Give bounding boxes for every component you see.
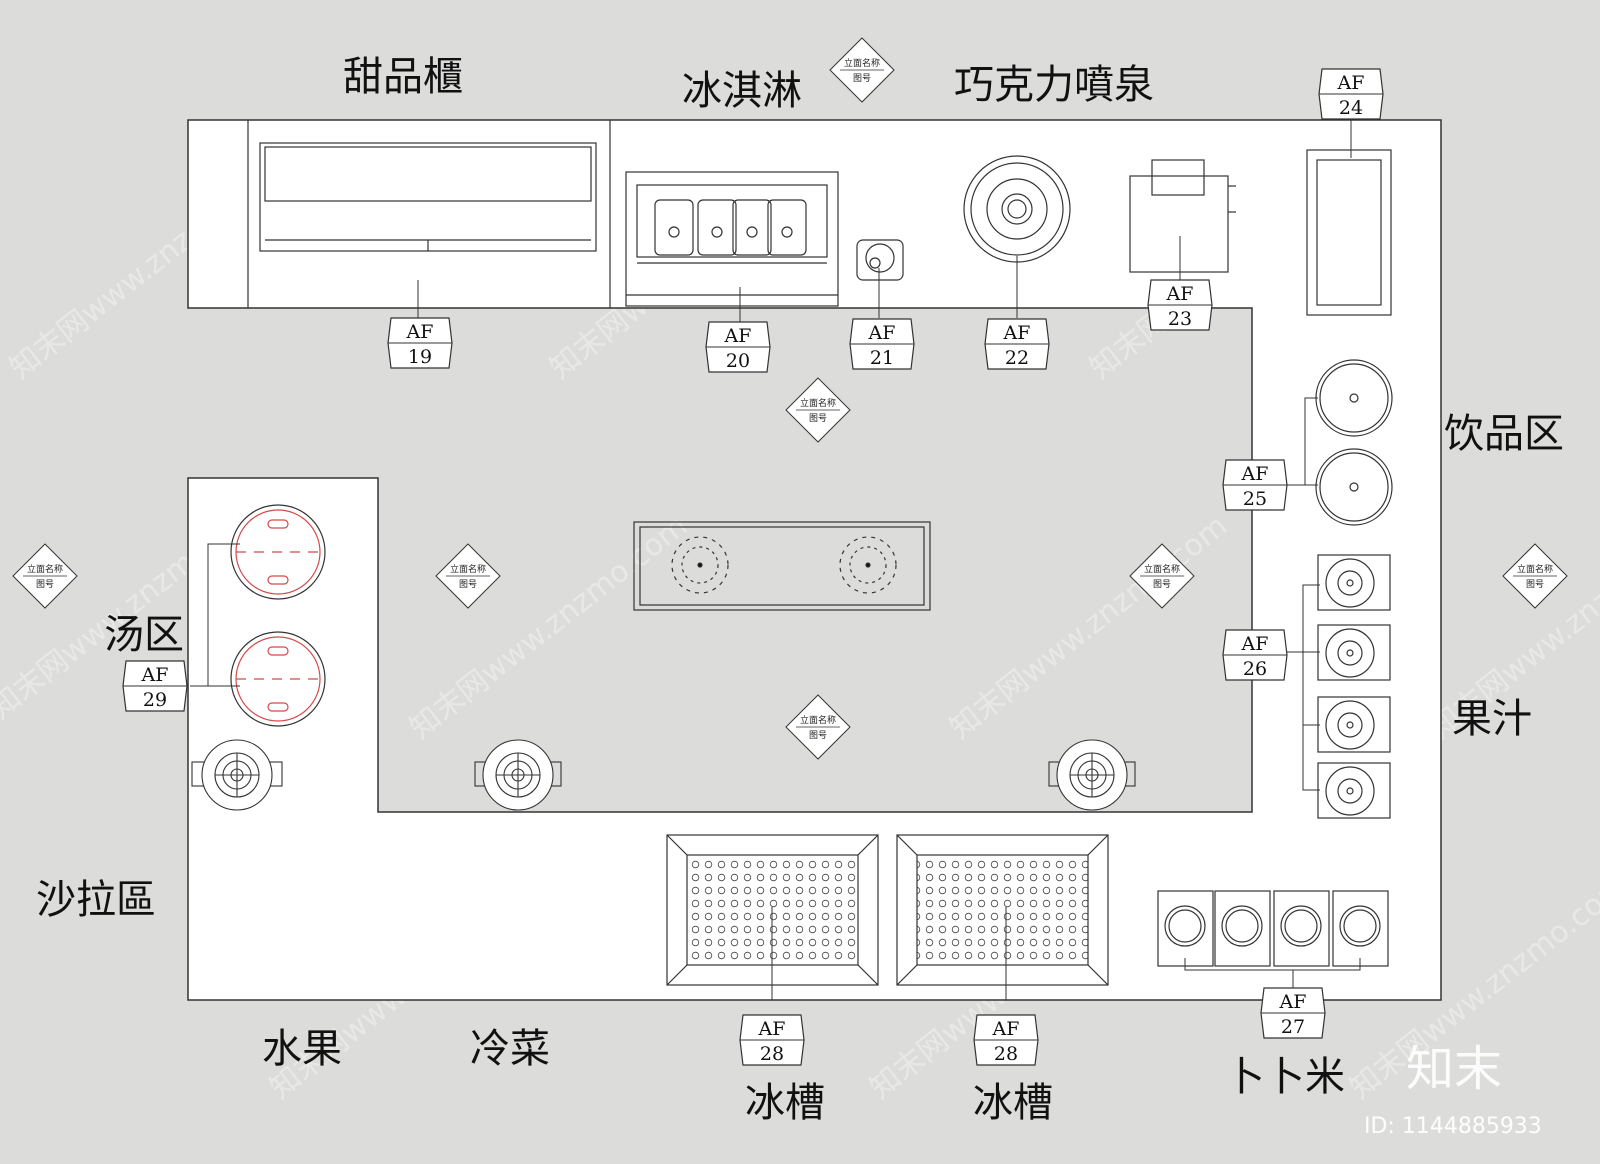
zone-label-ice-cream: 冰淇淋 [682,68,802,114]
af-tag-prefix: AF [1337,72,1365,94]
elevation-code: 图号 [36,579,54,590]
af-tag: AF 24 [1318,68,1384,120]
elevation-code: 图号 [809,413,827,424]
af-tag: AF 25 [1222,459,1288,511]
elevation-name: 立面名称 [27,563,63,575]
zone-label-ice-trough-left: 冰槽 [745,1080,825,1126]
zone-label-chocolate-fountain: 巧克力噴泉 [954,62,1154,108]
soup-pots [230,504,326,727]
zone-label-soup: 汤区 [104,612,184,658]
af-tag-number: 20 [726,350,750,372]
elevation-code: 图号 [809,730,827,741]
elevation-code: 图号 [1526,579,1544,590]
af-tag-prefix: AF [1279,991,1307,1013]
af-tag: AF 29 [122,660,188,712]
watermark-repeat: 知末网www.znzmo.com [403,508,694,746]
elevation-code: 图号 [459,579,477,590]
elevation-marker: 立面名称 图号 [829,37,895,103]
popcorn-units [1157,890,1389,967]
af-tag-number: 23 [1168,308,1192,330]
af-tag-prefix: AF [1241,633,1269,655]
af-tag: AF 26 [1222,629,1288,681]
zone-label-juice: 果汁 [1452,696,1532,742]
heat-lamps [191,739,1136,811]
watermark-logo: 知末 [1406,1041,1502,1097]
elevation-name: 立面名称 [450,563,486,575]
drink-cooler [1306,149,1392,316]
elevation-marker: 立面名称 图号 [785,694,851,760]
af-tag-number: 25 [1243,488,1267,510]
watermark-id: ID: 1144885933 [1364,1114,1542,1139]
af-tag-number: 29 [143,689,167,711]
elevation-marker: 立面名称 图号 [12,543,78,609]
heat-lamp [1048,739,1136,811]
af-tag-prefix: AF [406,321,434,343]
elevation-code: 图号 [853,73,871,84]
elevation-marker: 立面名称 图号 [1129,543,1195,609]
zone-labels: 甜品櫃 冰淇淋 巧克力噴泉 饮品区 汤区 果汁 沙拉區 水果 冷菜 冰槽 冰槽 … [36,54,1564,1126]
af-tag-prefix: AF [724,325,752,347]
af-tag: AF 28 [973,1014,1039,1066]
heat-lamp [191,739,283,811]
af-tag-number: 27 [1281,1016,1305,1038]
af-tag-prefix: AF [1241,463,1269,485]
af-tag-number: 19 [408,346,432,368]
ice-trough-right [896,834,1109,986]
zone-label-cold-dishes: 冷菜 [470,1026,550,1072]
af-tag-prefix: AF [758,1018,786,1040]
af-tag: AF 28 [739,1014,805,1066]
af-tag-number: 24 [1339,97,1363,119]
leader-lines [190,95,1361,1000]
af-tag-number: 28 [994,1043,1018,1065]
elevation-marker: 立面名称 图号 [785,377,851,443]
zone-label-drinks: 饮品区 [1444,411,1564,457]
af-tag-number: 28 [760,1043,784,1065]
af-tag: AF 19 [387,317,453,369]
dessert-cabinet [247,120,611,308]
af-tag-number: 21 [870,347,894,369]
af-tag-number: 26 [1243,658,1267,680]
af-tags: AF 19 AF 20 AF 21 AF 22 AF 23 [122,68,1384,1066]
af-tag-prefix: AF [141,664,169,686]
heat-lamp [474,739,562,811]
elevation-name: 立面名称 [800,714,836,726]
af-tag-prefix: AF [868,322,896,344]
zone-label-ice-trough-right: 冰槽 [973,1080,1053,1126]
zone-label-popcorn: 卜卜米 [1225,1054,1345,1100]
ice-cream-display [625,171,839,307]
elevation-marker: 立面名称 图号 [1502,543,1568,609]
elevation-code: 图号 [1153,579,1171,590]
small-dispenser [856,239,904,281]
central-display [633,521,931,611]
af-tag: AF 20 [705,321,771,373]
elevation-markers: 立面名称 图号 立面名称 图号 立面名称 图号 立面名称 图号 立面名称 图号 [12,37,1568,760]
watermark-repeat: 知末网www.znzmo.com [943,508,1234,746]
elevation-name: 立面名称 [844,57,880,69]
elevation-name: 立面名称 [1144,563,1180,575]
elevation-name: 立面名称 [1517,563,1553,575]
elevation-marker: 立面名称 图号 [435,543,501,609]
af-tag: AF 21 [849,318,915,370]
beverage-machine [1129,159,1236,273]
af-tag-prefix: AF [1166,283,1194,305]
zone-label-fruit: 水果 [262,1026,342,1072]
af-tag-prefix: AF [992,1018,1020,1040]
zone-label-salad: 沙拉區 [36,877,156,923]
elevation-name: 立面名称 [800,397,836,409]
af-tag: AF 23 [1147,279,1213,331]
af-tag-number: 22 [1005,347,1029,369]
af-tag: AF 22 [984,318,1050,370]
zone-label-dessert-cabinet: 甜品櫃 [343,54,463,100]
af-tag-prefix: AF [1003,322,1031,344]
af-tag: AF 27 [1260,987,1326,1039]
